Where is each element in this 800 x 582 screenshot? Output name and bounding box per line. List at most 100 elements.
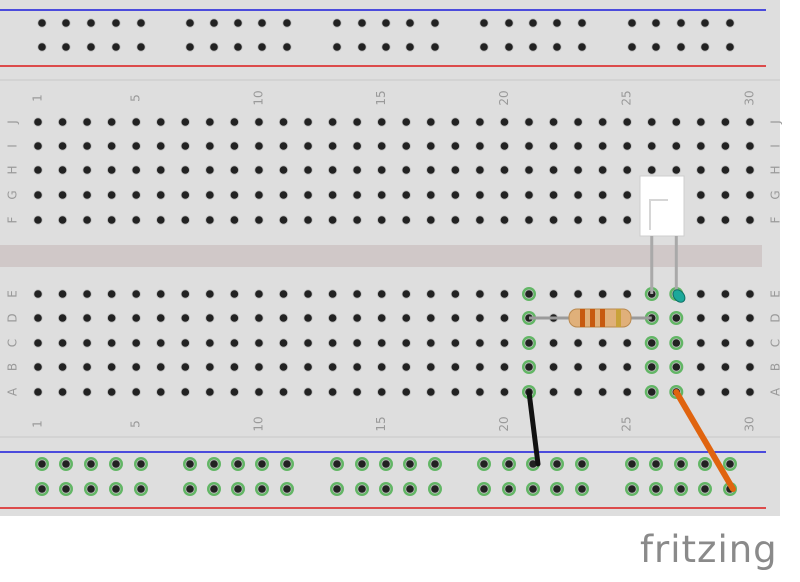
terminal-hole [426, 141, 436, 151]
hole [83, 388, 91, 396]
bottom-rail-hole [526, 482, 540, 496]
hole [230, 363, 239, 371]
column-number-top: 10 [251, 90, 265, 105]
hole [156, 216, 165, 224]
terminal-hole [180, 289, 190, 299]
hole [500, 314, 509, 322]
resistor [529, 308, 652, 328]
hole [328, 314, 337, 322]
bottom-rail-hole [674, 482, 688, 496]
bottom-rail-hole [428, 482, 442, 496]
hole [83, 363, 91, 371]
terminal-hole [278, 289, 289, 299]
terminal-hole [131, 313, 141, 323]
hole [304, 363, 312, 371]
hole [525, 191, 533, 199]
terminal-hole [401, 215, 411, 225]
hole [206, 216, 214, 224]
terminal-hole [328, 117, 338, 127]
hole [574, 216, 582, 224]
hole [647, 339, 656, 347]
top-rail-hole [700, 18, 710, 28]
hole [58, 118, 67, 126]
hole [58, 290, 67, 298]
hole [672, 166, 681, 174]
hole [574, 166, 582, 174]
top-rail-hole [381, 18, 391, 28]
hole [746, 191, 754, 199]
terminal-hole [573, 141, 583, 151]
hole [34, 363, 42, 371]
terminal-hole [278, 117, 289, 127]
bottom-rail-hole [379, 482, 393, 496]
hole [578, 460, 586, 468]
terminal-hole [475, 190, 485, 200]
row-label-right: C [769, 339, 783, 347]
terminal-hole [696, 141, 706, 151]
terminal-hole [352, 190, 362, 200]
bottom-rail-hole [183, 457, 197, 471]
hole [377, 363, 386, 371]
terminal-hole [328, 338, 338, 348]
bottom-rail-hole [255, 457, 269, 471]
hole [525, 118, 533, 126]
terminal-hole [229, 190, 239, 200]
top-rail-hole [430, 42, 440, 52]
terminal-hole [131, 190, 141, 200]
terminal-hole [33, 362, 43, 372]
hole [451, 191, 460, 199]
hole [107, 314, 116, 322]
terminal-hole [156, 165, 166, 175]
column-number-top: 25 [620, 90, 634, 105]
bottom-rail-hole [84, 482, 98, 496]
hole [304, 290, 312, 298]
hole [333, 19, 341, 27]
hole [451, 363, 460, 371]
hole [112, 460, 120, 468]
terminal-hole [720, 362, 731, 372]
hole [427, 363, 435, 371]
terminal-hole [352, 117, 362, 127]
top-rail-hole [528, 18, 538, 28]
terminal-hole [426, 289, 436, 299]
terminal-hole [475, 313, 485, 323]
hole [623, 363, 631, 371]
hole [672, 339, 681, 347]
bottom-rail-hole [183, 482, 197, 496]
hole [721, 216, 730, 224]
row-label-right: F [769, 216, 783, 223]
bottom-rail-hole [280, 482, 294, 496]
row-label-right: G [769, 190, 783, 199]
terminal-hole [450, 362, 460, 372]
terminal-hole [622, 141, 632, 151]
terminal-hole [156, 338, 166, 348]
orange-wire [673, 389, 736, 492]
terminal-hole [254, 190, 264, 200]
hole [721, 388, 730, 396]
hole [87, 19, 95, 27]
terminal-hole [720, 387, 731, 397]
terminal-hole [352, 289, 362, 299]
hole [353, 191, 361, 199]
hole [34, 388, 42, 396]
terminal-hole [720, 215, 731, 225]
hole [726, 19, 734, 27]
terminal-hole [156, 362, 166, 372]
terminal-hole [499, 165, 510, 175]
terminal-hole [696, 313, 706, 323]
hole [697, 339, 705, 347]
bottom-rail-hole [698, 457, 712, 471]
terminal-hole [180, 313, 190, 323]
terminal-hole [696, 165, 706, 175]
terminal-hole [156, 387, 166, 397]
terminal-hole [720, 313, 731, 323]
top-rail-hole [61, 42, 71, 52]
hole [304, 339, 312, 347]
terminal-hole [131, 141, 141, 151]
hole [574, 142, 582, 150]
terminal-hole [401, 117, 411, 127]
hole [186, 485, 194, 493]
terminal-hole [598, 165, 608, 175]
hole [83, 118, 91, 126]
row-label-left: G [6, 190, 20, 199]
